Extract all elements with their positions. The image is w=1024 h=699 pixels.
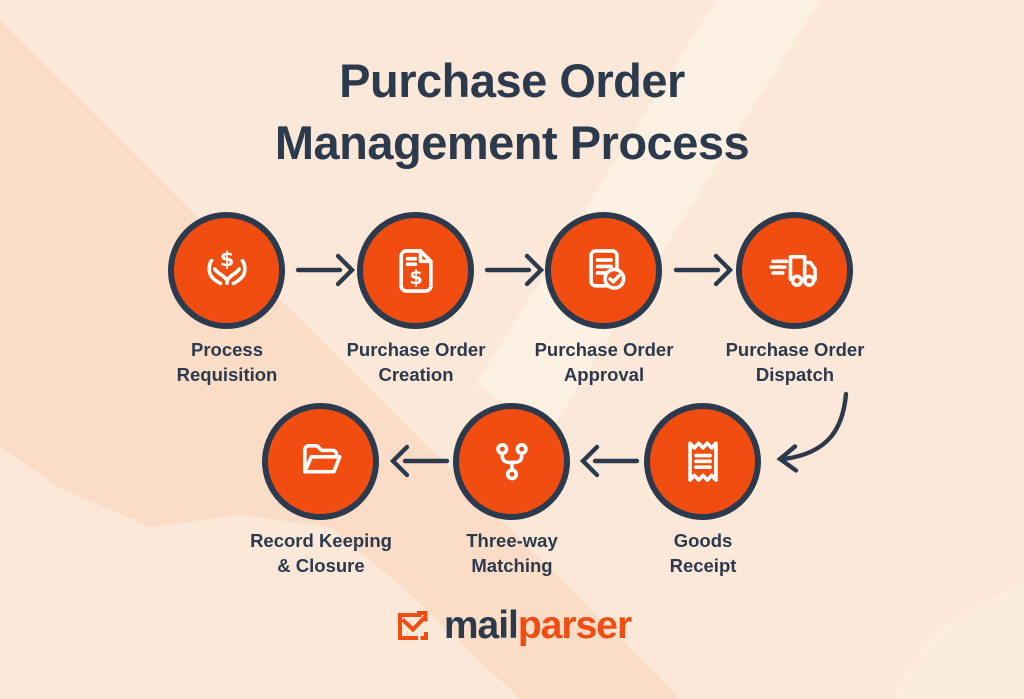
step-label: Three-way Matching: [397, 529, 627, 579]
step-goods-receipt: Goods Receipt: [644, 403, 762, 576]
arrow-requisition-to-creation: [295, 253, 356, 287]
delivery-truck-icon: [768, 254, 817, 287]
arrow-approval-to-dispatch: [673, 253, 734, 287]
mailparser-envelope-icon: [397, 611, 428, 640]
arrow-goods-receipt-to-matching: [579, 444, 640, 478]
step-circle: [262, 403, 379, 520]
step-label-line1: Process: [191, 339, 263, 360]
step-label-line2: Approval: [563, 363, 645, 385]
step-process-requisition: $ Process Requisition: [168, 212, 286, 385]
step-circle: [545, 212, 662, 329]
step-circle: [453, 403, 570, 520]
step-label-line2: Creation: [378, 363, 454, 385]
step-label: Goods Receipt: [588, 529, 818, 579]
open-folder-icon: [302, 443, 342, 473]
hands-receiving-dollar-icon: $: [206, 246, 247, 285]
step-circle: [736, 212, 853, 329]
step-label-line2: Matching: [471, 554, 553, 576]
step-label: Purchase Order Dispatch: [680, 338, 910, 388]
approved-document-icon: [588, 248, 625, 290]
page-title: Purchase Order Management Process: [0, 50, 1024, 174]
invoice-document-icon: $: [398, 248, 433, 293]
step-purchase-order-creation: $ Purchase Order Creation: [347, 212, 485, 385]
step-label-line1: Purchase Order: [346, 339, 486, 360]
logo-text-mail: mail: [443, 603, 519, 647]
step-three-way-matching: Three-way Matching: [453, 403, 571, 576]
step-purchase-order-approval: Purchase Order Approval: [535, 212, 673, 385]
step-label-line2: Requisition: [176, 363, 278, 385]
step-label: Purchase Order Approval: [489, 338, 719, 388]
logo-text-parser: parser: [517, 603, 632, 647]
step-record-keeping-closure: Record Keeping & Closure: [250, 403, 392, 576]
step-label: Purchase Order Creation: [301, 338, 531, 388]
step-circle: [644, 403, 761, 520]
dollar-glyph: $: [219, 246, 233, 270]
step-label-line1: Three-way: [466, 530, 558, 551]
step-label-line2: Receipt: [669, 554, 737, 576]
three-way-merge-icon: [495, 442, 528, 480]
step-label-line1: Record Keeping: [250, 530, 392, 551]
page-title-line2: Management Process: [274, 116, 750, 170]
arrow-matching-to-record-keeping: [389, 444, 450, 478]
step-label-line1: Purchase Order: [725, 339, 865, 360]
receipt-icon: [687, 440, 718, 482]
step-label: Process Requisition: [112, 338, 342, 388]
step-label-line1: Purchase Order: [534, 339, 674, 360]
mailparser-logo: mailparser: [0, 600, 1024, 650]
step-purchase-order-dispatch: Purchase Order Dispatch: [726, 212, 864, 385]
logo-wordmark: mailparser: [443, 603, 632, 647]
step-label-line2: Dispatch: [755, 363, 835, 385]
step-label-line2: & Closure: [277, 554, 365, 576]
step-label-line1: Goods: [673, 530, 733, 551]
page-title-line1: Purchase Order: [339, 54, 685, 107]
step-label: Record Keeping & Closure: [206, 529, 436, 579]
dollar-glyph: $: [409, 265, 422, 288]
arrow-dispatch-to-goods-receipt: [776, 391, 849, 473]
step-circle: $: [357, 212, 474, 329]
step-circle: $: [168, 212, 285, 329]
arrow-creation-to-approval: [484, 253, 545, 287]
